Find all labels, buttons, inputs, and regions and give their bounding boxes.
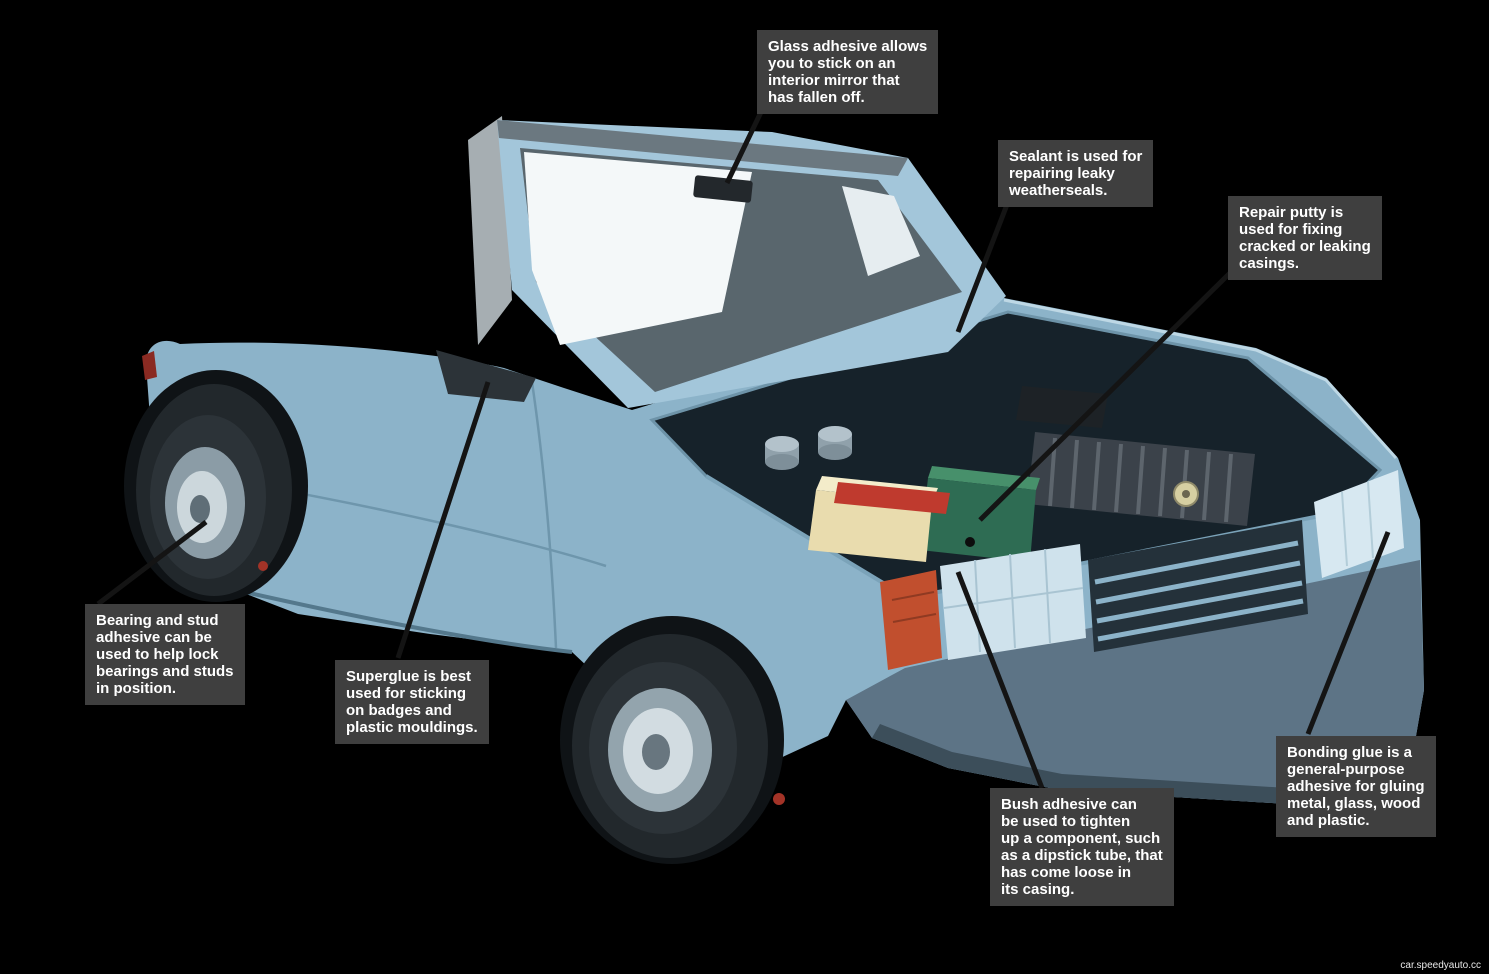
annotation-superglue: Superglue is best used for sticking on b… — [335, 660, 489, 744]
side-window — [436, 350, 536, 402]
windscreen-assembly — [497, 120, 1006, 408]
windscreen-glass-right — [842, 186, 920, 276]
front-wheel — [560, 616, 785, 864]
annotation-text: Glass adhesive allows you to stick on an… — [768, 38, 928, 106]
engine-components — [765, 386, 1255, 562]
annotation-text: Bonding glue is a general-purpose adhesi… — [1287, 744, 1425, 829]
annotation-text: Sealant is used for repairing leaky weat… — [1009, 148, 1143, 199]
rear-lamp — [142, 351, 157, 380]
leader-line-bush-adhesive — [955, 571, 1045, 789]
interior-mirror — [693, 175, 753, 203]
windscreen-glass — [524, 152, 752, 345]
annotation-glass-adhesive: Glass adhesive allows you to stick on an… — [757, 30, 939, 114]
bonnet-edge — [468, 116, 512, 345]
roof-edge — [497, 120, 908, 176]
leader-line-repair-putty — [978, 266, 1237, 522]
annotation-repair-putty: Repair putty is used for fixing cracked … — [1228, 196, 1382, 280]
rear-wheel — [124, 370, 308, 602]
annotation-bearing-stud-adhesive: Bearing and stud adhesive can be used to… — [85, 604, 245, 705]
leader-line-bonding-glue — [1305, 531, 1391, 735]
door-shut-line — [530, 381, 558, 649]
annotation-text: Repair putty is used for fixing cracked … — [1239, 204, 1371, 272]
strut-cap — [818, 426, 852, 460]
strut-cap — [765, 436, 799, 470]
battery-box — [920, 478, 1036, 562]
annotation-bush-adhesive: Bush adhesive can be used to tighten up … — [990, 788, 1174, 906]
leader-lines — [96, 108, 1391, 789]
indicator-lamp — [880, 570, 942, 670]
leader-line-bearing-stud — [96, 520, 208, 606]
watermark: car.speedyauto.cc — [1400, 960, 1481, 971]
annotation-text: Bearing and stud adhesive can be used to… — [96, 612, 234, 697]
annotation-sealant: Sealant is used for repairing leaky weat… — [998, 140, 1154, 207]
sill-line — [235, 588, 573, 654]
wing-edge-highlight — [1003, 298, 1398, 460]
annotation-text: Superglue is best used for sticking on b… — [346, 668, 478, 736]
grille-slats — [1094, 540, 1304, 642]
leader-line-glass-adhesive — [724, 108, 765, 185]
leader-line-superglue — [395, 381, 491, 659]
annotation-bonding-glue: Bonding glue is a general-purpose adhesi… — [1276, 736, 1436, 837]
red-component — [834, 482, 950, 514]
leader-line-sealant — [955, 201, 1011, 333]
annotation-text: Bush adhesive can be used to tighten up … — [1001, 796, 1163, 898]
